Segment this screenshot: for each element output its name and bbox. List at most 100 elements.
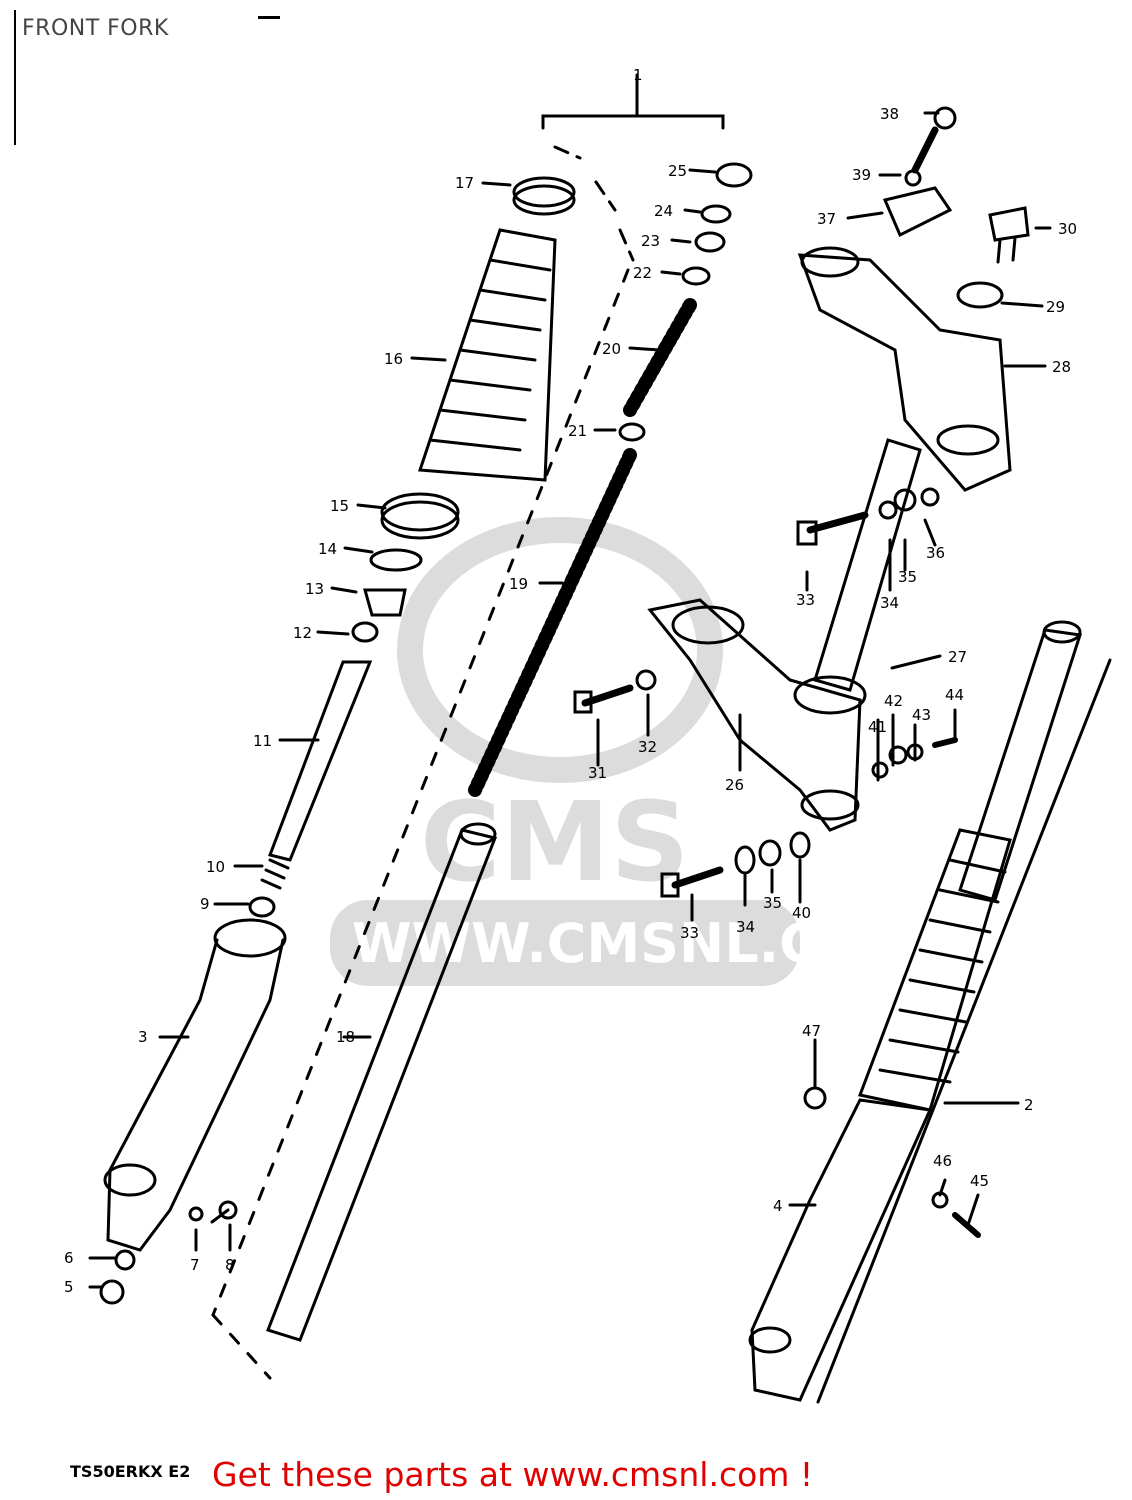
callout-21: 21 [568, 422, 587, 440]
part-10 [260, 858, 290, 890]
callout-16: 16 [384, 350, 403, 368]
part-36 [920, 487, 940, 507]
watermark-url: WWW.CMSNL.COM [352, 912, 918, 975]
callout-17: 17 [455, 174, 474, 192]
callout-34-upper: 34 [880, 594, 899, 612]
callout-36: 36 [926, 544, 945, 562]
callout-38: 38 [880, 105, 899, 123]
callout-31: 31 [588, 764, 607, 782]
callout-8: 8 [225, 1256, 235, 1274]
part-28-upper-bracket [797, 246, 1012, 492]
top-dash [258, 16, 280, 19]
callout-30: 30 [1058, 220, 1077, 238]
callout-37: 37 [817, 210, 836, 228]
part-9 [248, 896, 276, 918]
part-33-lower [671, 866, 724, 889]
part-37 [882, 186, 953, 238]
part-7 [188, 1206, 204, 1222]
part-47 [803, 1086, 827, 1110]
callout-2: 2 [1024, 1096, 1034, 1114]
part-17 [512, 176, 576, 208]
callout-26: 26 [725, 776, 744, 794]
footer-link[interactable]: Get these parts at www.cmsnl.com ! [212, 1455, 814, 1494]
part-8 [218, 1200, 238, 1220]
callout-39: 39 [852, 166, 871, 184]
part-30 [988, 206, 1030, 242]
callout-40: 40 [792, 904, 811, 922]
watermark: CMS WWW.CMSNL.COM [330, 517, 918, 986]
callout-10: 10 [206, 858, 225, 876]
callout-9: 9 [200, 895, 210, 913]
part-34-lower [734, 845, 756, 875]
callout-35-lower: 35 [763, 894, 782, 912]
part-40 [789, 831, 811, 859]
part-41 [871, 761, 889, 779]
callout-labels: 1 2 3 4 5 6 7 8 9 10 11 12 13 14 15 16 1… [64, 66, 1077, 1296]
part-23 [694, 231, 726, 253]
bolt-head [796, 520, 818, 546]
part-35-lower [758, 839, 782, 867]
part-14 [369, 548, 423, 572]
watermark-logo: CMS [420, 778, 689, 906]
callout-15: 15 [330, 497, 349, 515]
part-25 [715, 162, 753, 188]
part-32 [635, 669, 657, 691]
callout-33-upper: 33 [796, 591, 815, 609]
part-44 [932, 737, 958, 748]
dash-group-top [553, 145, 635, 262]
callout-1: 1 [633, 66, 643, 84]
callout-45: 45 [970, 1172, 989, 1190]
callout-43: 43 [912, 706, 931, 724]
callout-11: 11 [253, 732, 272, 750]
callout-7: 7 [190, 1256, 200, 1274]
callout-34-lower: 34 [736, 918, 755, 936]
part-12 [351, 621, 379, 643]
part-38 [911, 126, 939, 174]
callout-28: 28 [1052, 358, 1071, 376]
callout-27: 27 [948, 648, 967, 666]
callout-3: 3 [138, 1028, 148, 1046]
callout-41: 41 [868, 718, 887, 736]
part-19-spring [468, 448, 637, 797]
right-fork-line [816, 658, 1112, 1404]
callout-13: 13 [305, 580, 324, 598]
callout-18: 18 [336, 1028, 355, 1046]
part-27-stem [813, 438, 922, 692]
callout-22: 22 [633, 264, 652, 282]
part-35-upper [893, 488, 917, 512]
dash-group-left [211, 268, 630, 1317]
callout-35-upper: 35 [898, 568, 917, 586]
part-26-lower-bracket [647, 598, 867, 832]
part-18-inner-tube [266, 822, 498, 1342]
callout-29: 29 [1046, 298, 1065, 316]
parts-drawing [88, 73, 1112, 1404]
part-3-outer-tube [103, 918, 287, 1252]
callout-33-lower: 33 [680, 924, 699, 942]
part-29 [956, 281, 1004, 309]
callout-24: 24 [654, 202, 673, 220]
part-20-spring [623, 298, 697, 417]
callout-4: 4 [773, 1197, 783, 1215]
callout-19: 19 [509, 575, 528, 593]
callout-32: 32 [638, 738, 657, 756]
model-code: TS50ERKX E2 [70, 1462, 191, 1481]
part-22 [681, 266, 711, 286]
left-border-line [14, 10, 16, 145]
part-13 [363, 588, 407, 617]
callout-47: 47 [802, 1022, 821, 1040]
callout-46: 46 [933, 1152, 952, 1170]
part-24 [700, 204, 732, 224]
callout-14: 14 [318, 540, 337, 558]
part-39 [904, 169, 922, 187]
part-33-upper [806, 511, 869, 534]
part-15 [380, 492, 460, 532]
part-5 [99, 1279, 125, 1305]
part-11-tube [268, 660, 373, 862]
callout-12: 12 [293, 624, 312, 642]
part-16-boot [417, 228, 557, 482]
part-6 [114, 1249, 136, 1271]
callout-23: 23 [641, 232, 660, 250]
part-4-outer-tube [748, 1098, 933, 1402]
part-34-upper [878, 500, 898, 520]
callout-42: 42 [884, 692, 903, 710]
